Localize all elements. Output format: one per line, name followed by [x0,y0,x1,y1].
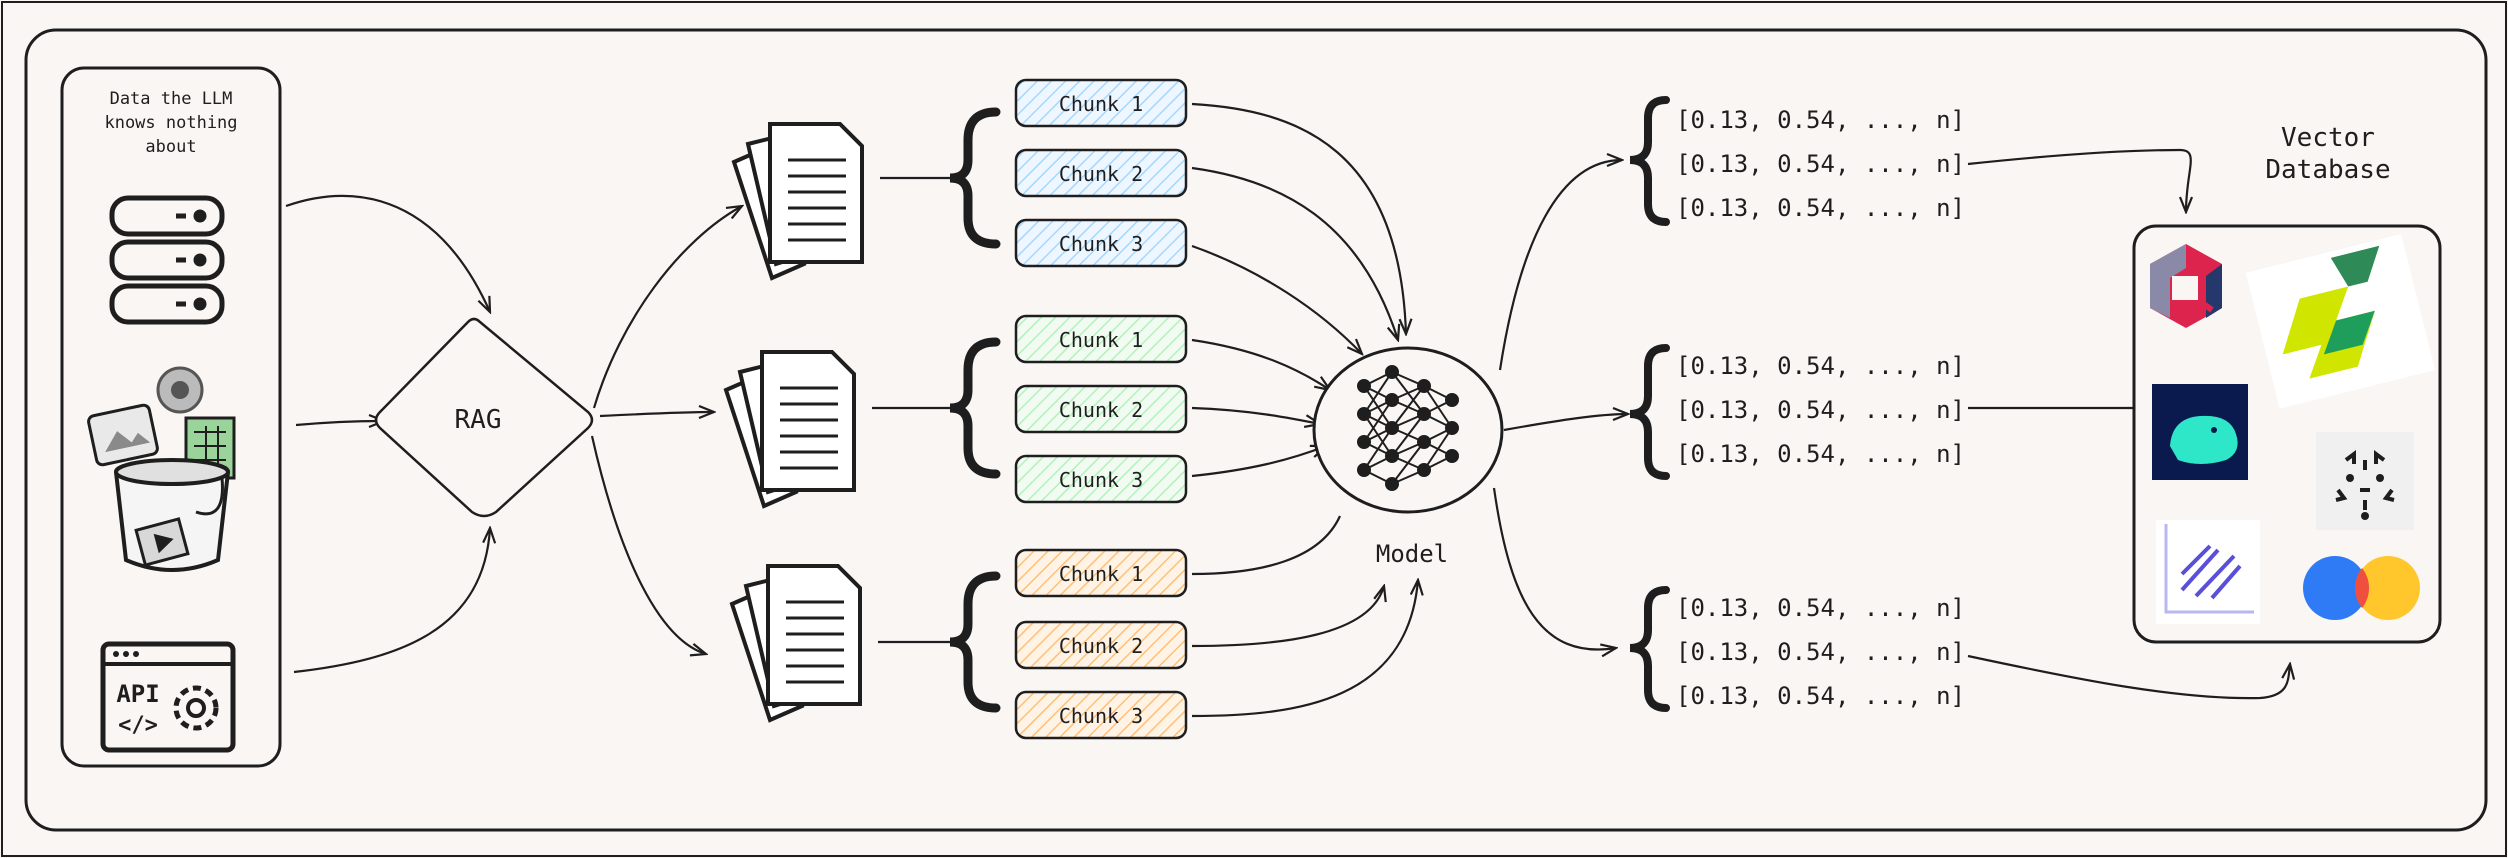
chunk-box [1014,548,1188,598]
document-stack-1 [731,122,864,281]
vector-text: [0.13, 0.54, ..., n] [1676,150,1965,178]
chunk-box [1014,384,1188,434]
database-icon [109,195,225,325]
source-label-line-2: knows nothing [104,113,237,133]
chunk-label: Chunk 3 [1059,232,1143,256]
chunk-label: Chunk 3 [1059,468,1143,492]
chunk-box [1014,314,1188,364]
chunk-label: Chunk 1 [1059,92,1143,116]
document-stack-2 [723,350,856,509]
chunk-label: Chunk 1 [1059,562,1143,586]
chunk-box [1014,690,1188,740]
vector-text: [0.13, 0.54, ..., n] [1676,106,1965,134]
vector-text: [0.13, 0.54, ..., n] [1676,194,1965,222]
chunk-label: Chunk 2 [1059,162,1143,186]
milvus-logo-icon [2316,432,2414,530]
vector-group-2: [0.13, 0.54, ..., n] [0.13, 0.54, ..., n… [1676,352,1965,468]
chunk-box [1014,620,1188,670]
vector-db-label-line-1: Vector [2281,123,2375,153]
vector-text: [0.13, 0.54, ..., n] [1676,682,1965,710]
qdrant-logo-icon [2150,244,2222,328]
model-vector-arrows [1492,160,1628,650]
vector-text: [0.13, 0.54, ..., n] [1676,396,1965,424]
chunk-box [1014,218,1188,268]
chunk-label: Chunk 1 [1059,328,1143,352]
vector-text: [0.13, 0.54, ..., n] [1676,440,1965,468]
doc-brace-lines [872,176,950,644]
chunk-label: Chunk 2 [1059,398,1143,422]
chunk-model-arrows [1191,102,1418,718]
api-text: API [116,680,159,708]
vector-group-3: [0.13, 0.54, ..., n] [0.13, 0.54, ..., n… [1676,594,1965,710]
chunk-braces [949,107,1001,713]
chunk-label: Chunk 2 [1059,634,1143,658]
chunk-box [1014,78,1188,128]
rag-label: RAG [455,405,502,435]
pinecone-logo-icon [2303,556,2420,620]
chunk-group-3: Chunk 1 Chunk 2 Chunk 3 [1014,548,1188,740]
source-label-line-1: Data the LLM [110,89,233,109]
vector-braces [1629,96,1670,712]
neural-network-icon [1357,365,1459,491]
code-text: </> [118,713,158,738]
vector-text: [0.13, 0.54, ..., n] [1676,352,1965,380]
lancedb-logo-icon [2156,520,2260,624]
weaviate-logo-icon [2245,234,2435,409]
inner-frame [24,28,2488,832]
vector-text: [0.13, 0.54, ..., n] [1676,638,1965,666]
model-label: Model [1376,540,1448,568]
chunk-label: Chunk 3 [1059,704,1143,728]
vector-db-label-line-2: Database [2265,155,2390,185]
chunk-box [1014,148,1188,198]
model-node: Model [1312,346,1504,568]
chunk-box [1014,454,1188,504]
api-settings-icon: API </> [100,641,236,753]
chroma-logo-icon [2152,384,2248,480]
vector-group-1: [0.13, 0.54, ..., n] [0.13, 0.54, ..., n… [1676,106,1965,222]
source-label-line-3: about [145,137,196,157]
rag-node: RAG [374,317,594,518]
source-box: Data the LLM knows nothing about [60,66,282,768]
vector-text: [0.13, 0.54, ..., n] [1676,594,1965,622]
rag-arrows [590,206,742,654]
chunk-group-2: Chunk 1 Chunk 2 Chunk 3 [1014,314,1188,504]
files-bucket-icon [87,366,236,572]
vector-database: Vector Database [2132,123,2442,644]
document-stack-3 [729,564,862,723]
chunk-group-1: Chunk 1 Chunk 2 Chunk 3 [1014,78,1188,268]
